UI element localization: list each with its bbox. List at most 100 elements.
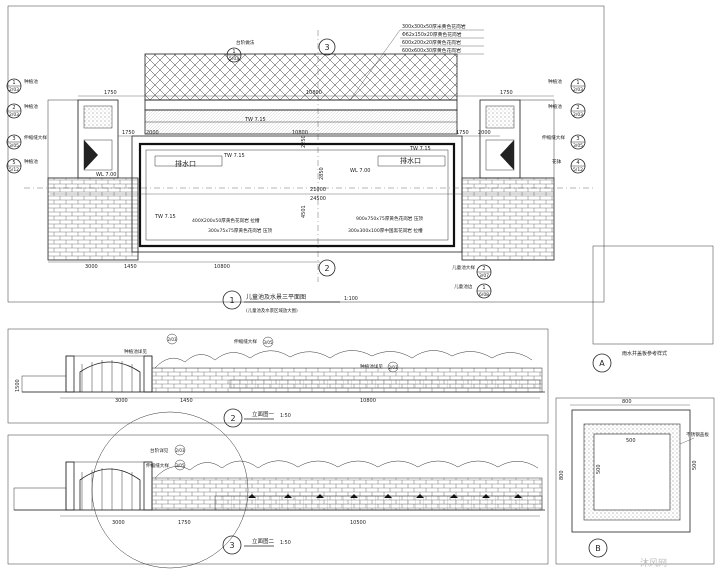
elev2-dim-2: 1750 — [178, 520, 191, 526]
tw-tag-4: TW 7.15 — [154, 214, 176, 220]
svg-text:5: 5 — [12, 160, 15, 166]
dim-mid-4: 1750 — [456, 130, 469, 136]
svg-text:2/03: 2/03 — [168, 337, 177, 342]
plan-view: 3 2 排水口 排水口 TW 7.15 TW 7.15 TW 7.15 TW 7… — [6, 5, 605, 314]
svg-text:2/03: 2/03 — [573, 87, 583, 93]
elev1-note-2: 伸缩缝大样 — [234, 338, 257, 345]
dim-bottom-3: 10800 — [214, 264, 230, 270]
plan-subnote: (儿童池及水景区域放大图) — [246, 307, 298, 314]
brick-paving-left — [47, 177, 139, 261]
svg-text:2: 2 — [12, 105, 15, 111]
svg-text:5/12: 5/12 — [9, 167, 19, 173]
inner-note-right-2: 300x300x100厚中国黑花岗岩 拉槽 — [348, 227, 423, 234]
svg-text:5/12: 5/12 — [573, 167, 583, 173]
callout-bottom-2: 1 6/08 儿童池边 — [454, 283, 492, 299]
elev2-label: 立面图二 — [252, 537, 275, 545]
svg-text:伸缩缝大样: 伸缩缝大样 — [24, 134, 47, 141]
elevation-one: 3000 1450 10800 1500 2/03 3/05 2/03 种植池详… — [7, 328, 549, 428]
dim-mid-5: 2000 — [478, 130, 491, 136]
svg-text:种植池: 种植池 — [24, 78, 38, 85]
section-marker-bottom: 2 — [318, 259, 336, 277]
detail-b-letter: B — [595, 544, 601, 553]
svg-text:3/05: 3/05 — [176, 463, 185, 468]
tw-tag-3: TW 7.15 — [244, 117, 266, 123]
detail-b-note: 不锈钢盖板 — [686, 431, 709, 438]
callout-top: 1 5/03 台阶做法 — [226, 39, 255, 63]
svg-text:2/03: 2/03 — [9, 87, 19, 93]
svg-text:种植池: 种植池 — [548, 103, 562, 110]
elev1-note-3: 种植池详见 — [360, 363, 383, 370]
diamond-paving-area — [144, 53, 458, 101]
elev2-scale: 1:50 — [280, 540, 291, 546]
svg-text:3: 3 — [12, 136, 15, 142]
svg-text:3: 3 — [229, 541, 234, 550]
svg-text:3/05: 3/05 — [264, 340, 273, 345]
dim-mid-2: 2000 — [146, 130, 159, 136]
tw-tag-2: TW 7.15 — [409, 146, 431, 152]
elev1-note-1: 种植池详见 — [124, 348, 147, 355]
drain-label-right: 排水口 — [400, 156, 421, 165]
svg-text:台阶做法: 台阶做法 — [236, 39, 255, 46]
detail-a-text: 雨水井盖板参考样式 — [622, 350, 667, 357]
step-strip — [144, 99, 458, 111]
dim-top-2: 10800 — [306, 90, 322, 96]
tw-tag-1: TW 7.15 — [223, 153, 245, 159]
dim-mid-1: 1750 — [122, 130, 135, 136]
elev1-dim-1: 3000 — [115, 398, 128, 404]
inner-note-right-1: 900x750x75厚黄色花岗岩 压顶 — [356, 215, 423, 222]
leader-note-2: Φ62x150x20厚黄色花岗岩 — [402, 31, 462, 38]
section-marker-top: 3 — [318, 38, 336, 56]
callout-left-3: 3 3/05 伸缩缝大样 — [6, 134, 47, 150]
plan-title: 儿童池及水景三平面图 — [246, 293, 306, 301]
svg-text:2: 2 — [230, 414, 235, 423]
svg-text:儿童池边: 儿童池边 — [454, 283, 473, 290]
elev2-dim-3: 10500 — [350, 520, 366, 526]
dim-bottom-2: 1450 — [124, 264, 137, 270]
svg-text:1: 1 — [232, 49, 235, 55]
svg-text:儿童池大样: 儿童池大样 — [452, 264, 475, 271]
elev2-note-2: 伸缩缝大样 — [146, 462, 169, 469]
callout-right-2: 2 2/03 种植池 — [548, 103, 586, 119]
detail-b-width: 800 — [622, 399, 632, 405]
plan-scale: 1:100 — [344, 296, 358, 302]
dim-bottom-1: 3000 — [85, 264, 98, 270]
dim-top-1: 1750 — [104, 90, 117, 96]
callout-left-1: 1 2/03 种植池 — [6, 78, 38, 94]
svg-text:种植池: 种植池 — [24, 158, 38, 165]
brick-paving-right — [461, 177, 555, 261]
svg-text:伸缩缝大样: 伸缩缝大样 — [542, 134, 565, 141]
detail-b-side-dim: 500 — [692, 460, 698, 470]
elev1-vdim: 1500 — [15, 379, 21, 392]
svg-text:2: 2 — [482, 266, 485, 272]
elev1-dim-2: 1450 — [180, 398, 193, 404]
dim-mid-3: 10800 — [292, 130, 308, 136]
elev1-label: 立面图一 — [252, 410, 275, 418]
callout-bottom-1: 2 3/07 儿童池大样 — [452, 264, 492, 280]
wl-tag-1: WL 7.00 — [350, 168, 370, 174]
callout-left-2: 2 2/03 种植池 — [6, 103, 38, 119]
svg-text:5/03: 5/03 — [229, 56, 239, 62]
leader-note-4: 600x600x30厚黄色花岗岩 — [402, 47, 461, 54]
elev2-note-1: 台阶详见 — [150, 447, 169, 454]
svg-text:3/05: 3/05 — [9, 143, 19, 149]
svg-text:2: 2 — [576, 105, 579, 111]
detail-a: A 雨水井盖板参考样式 — [592, 245, 714, 373]
elev2-dim-1: 3000 — [112, 520, 125, 526]
svg-text:种植池: 种植池 — [548, 78, 562, 85]
svg-text:2/03: 2/03 — [573, 112, 583, 118]
inner-note-left-1: 400X200x50厚黄色花岗岩 拉槽 — [192, 217, 260, 224]
inner-note-left-2: 300x75x75厚黄色花岗岩 压顶 — [208, 227, 273, 234]
dim-overall-2: 24500 — [310, 196, 326, 202]
callout-right-4: 4 5/12 花钵 — [552, 158, 586, 174]
svg-text:1: 1 — [229, 296, 234, 305]
svg-text:2/03: 2/03 — [389, 365, 398, 370]
vdim-1: 2250 — [301, 135, 307, 148]
dim-overall-1: 21000 — [310, 187, 326, 193]
svg-text:花钵: 花钵 — [552, 158, 562, 165]
svg-text:3: 3 — [324, 43, 329, 52]
leader-note-3: 600x200x20厚黄色花岗岩 — [402, 39, 461, 46]
svg-text:种植池: 种植池 — [24, 103, 38, 110]
callout-right-3: 3 3/05 伸缩缝大样 — [542, 134, 586, 150]
detail-b-inner-dim2: 500 — [626, 438, 636, 444]
svg-text:1: 1 — [576, 80, 579, 86]
